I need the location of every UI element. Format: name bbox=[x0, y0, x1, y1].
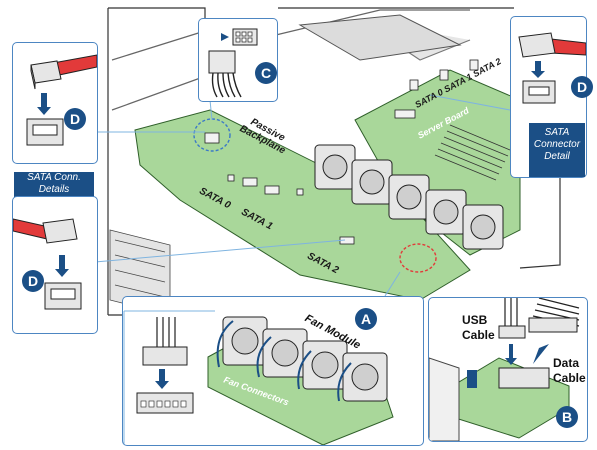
dimm-slots bbox=[434, 124, 511, 181]
callout-d-right-badge: D bbox=[571, 76, 593, 98]
power-connector-highlight bbox=[193, 118, 231, 152]
fan-array bbox=[314, 144, 504, 250]
sata-detail-left-top bbox=[12, 42, 98, 164]
callout-b-badge: B bbox=[556, 406, 578, 428]
sata-cable-drawing-bottom bbox=[13, 218, 82, 310]
server-sata-connectors bbox=[394, 59, 479, 119]
fan-module-drawing bbox=[123, 310, 394, 445]
sata-cable-drawing-right bbox=[518, 32, 586, 104]
detail-b-panel bbox=[428, 297, 588, 442]
sata-conn-details-tag: SATA Conn. Details bbox=[14, 172, 94, 198]
backplane-connectors bbox=[204, 132, 355, 245]
drive-bays bbox=[109, 229, 171, 316]
psu-housing bbox=[298, 14, 462, 61]
callout-d-left-top-badge: D bbox=[64, 108, 86, 130]
data-cable-label: Data Cable bbox=[553, 356, 586, 385]
detail-c-panel bbox=[198, 18, 278, 102]
callout-lines bbox=[94, 94, 511, 297]
sata-detail-right: SATA Connector Detail bbox=[510, 16, 587, 178]
detail-a-panel bbox=[122, 296, 424, 446]
callout-d-left-bottom-badge: D bbox=[22, 270, 44, 292]
sata-cable-drawing-top bbox=[26, 54, 97, 146]
fan-connector-highlight bbox=[399, 243, 437, 273]
callout-c-badge: C bbox=[255, 62, 277, 84]
sata-detail-left-bottom bbox=[12, 196, 98, 334]
usb-cable-drawing bbox=[429, 298, 580, 441]
callout-a-badge: A bbox=[355, 308, 377, 330]
power-connector-drawing bbox=[208, 28, 258, 98]
usb-cable-label: USB Cable bbox=[462, 313, 495, 342]
sata-connector-detail-tag: SATA Connector Detail bbox=[529, 123, 585, 177]
